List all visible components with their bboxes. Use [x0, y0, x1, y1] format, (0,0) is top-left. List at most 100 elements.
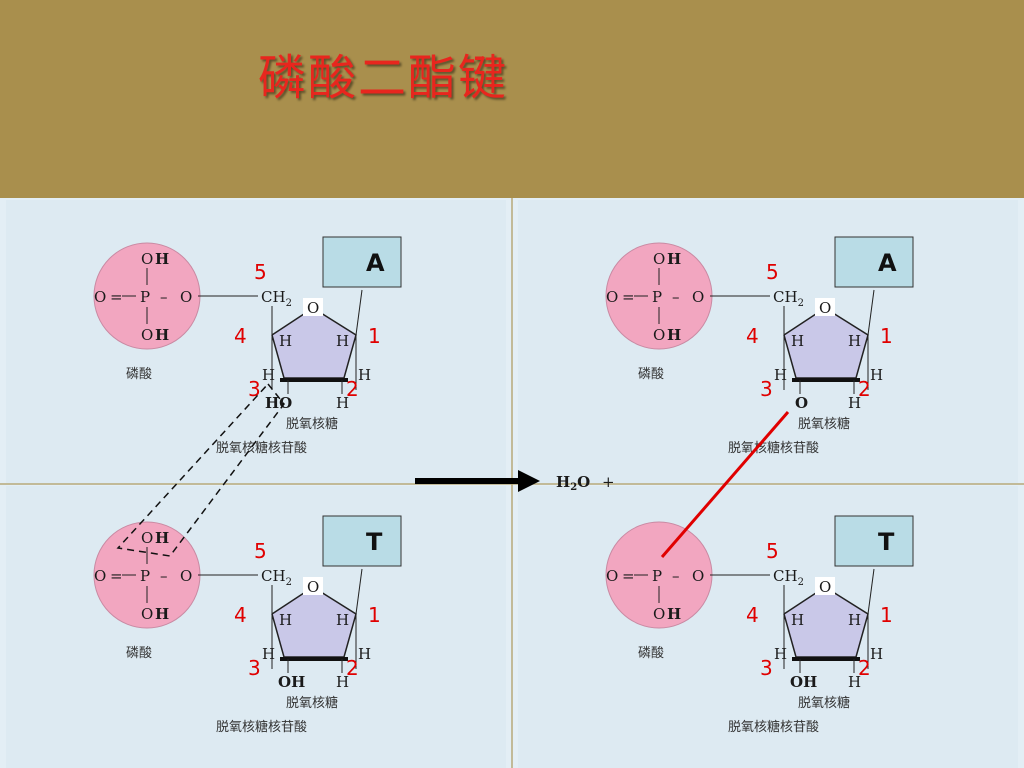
base-box — [322, 515, 402, 567]
carbon-number-3: 3 — [248, 656, 261, 680]
phosphate-p: P — [140, 567, 150, 585]
plus-sign: + — [602, 473, 615, 491]
phosphate-eq: = — [110, 567, 123, 585]
carbon-number-5: 5 — [766, 539, 779, 563]
sugar-caption: 脱氧核糖 — [798, 416, 850, 432]
carbon-number-5: 5 — [766, 260, 779, 284]
c4-h: H — [791, 611, 804, 629]
carbon-number-3: 3 — [760, 377, 773, 401]
c2-h-bottom: H — [336, 673, 349, 691]
ring-o-backdrop — [303, 298, 323, 316]
c2-h-bottom: H — [336, 394, 349, 412]
phosphate-bottom-o: O — [141, 605, 153, 623]
base-letter: T — [878, 528, 895, 556]
c4-h-lower: H — [774, 645, 787, 663]
phosphate-caption: 磷酸 — [126, 646, 152, 661]
nucleotide-caption: 脱氧核糖核苷酸 — [728, 719, 819, 735]
c4-h: H — [279, 332, 292, 350]
phosphate-dash: – — [160, 288, 168, 306]
c4-h: H — [791, 332, 804, 350]
sugar-caption: 脱氧核糖 — [286, 695, 338, 711]
content-area — [0, 198, 1024, 768]
carbon-number-1: 1 — [880, 324, 893, 348]
base-box — [834, 515, 914, 567]
ring-o-backdrop — [303, 577, 323, 595]
ring-o-backdrop — [815, 577, 835, 595]
sugar-caption: 脱氧核糖 — [286, 416, 338, 432]
phosphate-p: P — [652, 288, 662, 306]
carbon-number-4: 4 — [234, 324, 247, 348]
phosphate-top-o: O — [141, 529, 153, 547]
c2-h-right: H — [358, 366, 371, 384]
base-bond — [355, 568, 363, 615]
c1-h: H — [336, 332, 349, 350]
carbon-number-3: 3 — [760, 656, 773, 680]
phosphate-bottom-o: O — [141, 326, 153, 344]
phosphate-right-o: O — [692, 288, 704, 306]
phosphate-caption: 磷酸 — [638, 646, 664, 661]
c2-h-bottom: H — [848, 394, 861, 412]
phosphate-p: P — [652, 567, 662, 585]
phosphate-left-o: O — [606, 567, 618, 585]
phosphate-eq: = — [622, 567, 635, 585]
header-bar: 磷酸二酯键 — [0, 0, 1024, 199]
phosphate-top-o: O — [653, 250, 665, 268]
c4-h-lower: H — [774, 366, 787, 384]
phosphate-right-o: O — [692, 567, 704, 585]
carbon-number-4: 4 — [746, 324, 759, 348]
c1-h: H — [848, 611, 861, 629]
ring-oxygen: O — [819, 578, 831, 596]
c3-substituent: OH — [278, 673, 305, 691]
carbon-number-1: 1 — [880, 603, 893, 627]
phosphate-bottom-o: O — [653, 326, 665, 344]
base-letter: A — [878, 249, 897, 277]
c3-substituent: HO — [265, 394, 292, 412]
phosphodiester-bond-line — [660, 411, 790, 558]
phosphate-top-o: O — [141, 250, 153, 268]
phosphate-right-o: O — [180, 567, 192, 585]
phosphate-top-h: H — [155, 250, 169, 268]
phosphate-left-o: O — [94, 567, 106, 585]
ch2-label: CH2 — [773, 567, 804, 588]
ring-oxygen: O — [307, 299, 319, 317]
reaction-arrow-head — [518, 470, 540, 492]
c2-h-bottom: H — [848, 673, 861, 691]
phosphate-bottom-h: H — [155, 326, 169, 344]
water-removal-outline — [116, 382, 285, 557]
c3-substituent: O — [795, 394, 808, 412]
panel-bottom-right — [518, 486, 1018, 768]
phosphate-dash: – — [672, 567, 680, 585]
carbon-number-3: 3 — [248, 377, 261, 401]
carbon-number-1: 1 — [368, 324, 381, 348]
phosphate-right-o: O — [180, 288, 192, 306]
c1-h: H — [336, 611, 349, 629]
carbon-number-1: 1 — [368, 603, 381, 627]
nucleotide-caption: 脱氧核糖核苷酸 — [216, 719, 307, 735]
base-letter: T — [366, 528, 383, 556]
carbon-number-2: 2 — [346, 377, 359, 401]
slide-title: 磷酸二酯键 — [258, 50, 509, 106]
phosphate-bottom-h: H — [155, 605, 169, 623]
phosphate-dash: – — [160, 567, 168, 585]
carbon-number-2: 2 — [346, 656, 359, 680]
sugar-caption: 脱氧核糖 — [798, 695, 850, 711]
c4-h-lower: H — [262, 366, 275, 384]
base-letter: A — [366, 249, 385, 277]
c4-h-lower: H — [262, 645, 275, 663]
phosphate-bottom-h: H — [667, 326, 681, 344]
c2-h-right: H — [870, 645, 883, 663]
carbon-number-5: 5 — [254, 260, 267, 284]
phosphate-top-h: H — [155, 529, 169, 547]
phosphate-caption: 磷酸 — [126, 367, 152, 382]
phosphate-left-o: O — [94, 288, 106, 306]
c2-h-right: H — [358, 645, 371, 663]
phosphate-eq: = — [110, 288, 123, 306]
ring-oxygen: O — [307, 578, 319, 596]
carbon-number-2: 2 — [858, 377, 871, 401]
ring-o-backdrop — [815, 298, 835, 316]
